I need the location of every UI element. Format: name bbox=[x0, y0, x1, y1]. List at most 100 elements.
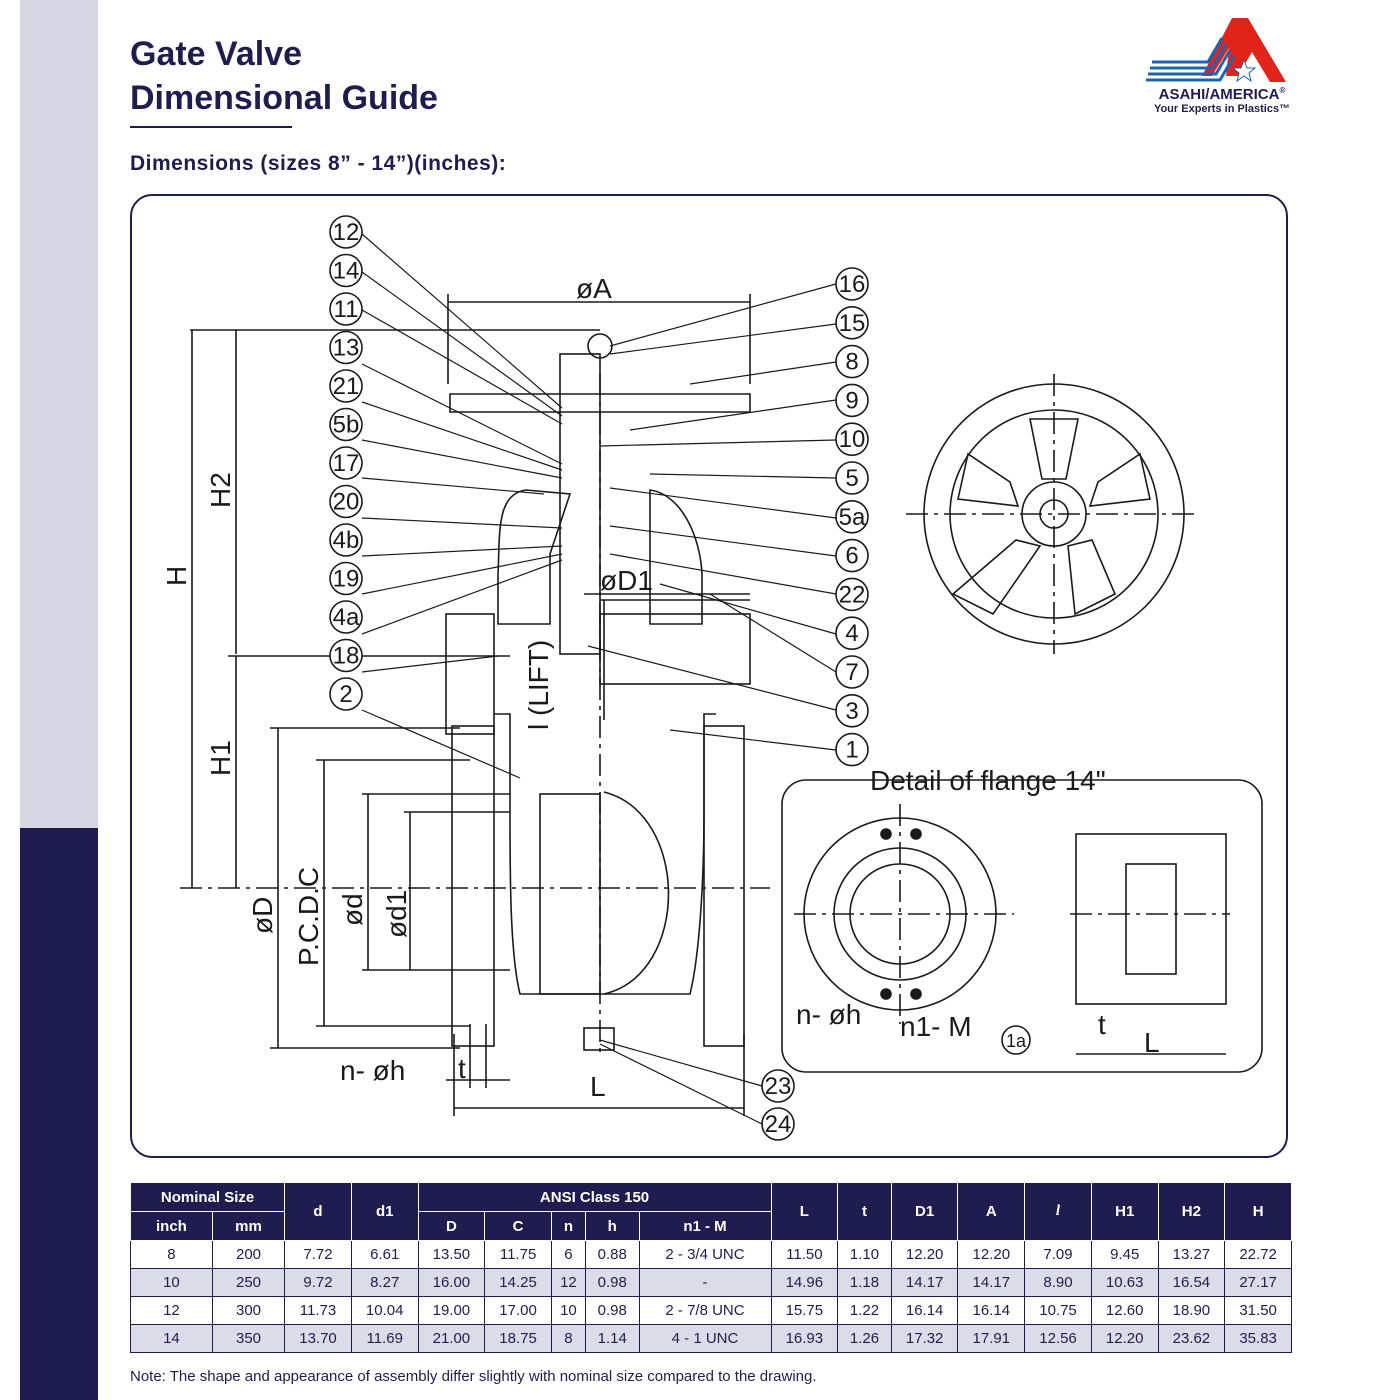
callout-number: 1 bbox=[845, 737, 858, 764]
table-cell: 0.98 bbox=[584, 1268, 640, 1297]
callout-circle bbox=[835, 306, 869, 340]
callout-circle bbox=[835, 538, 869, 573]
callout-number: 22 bbox=[839, 581, 866, 608]
callout-circle bbox=[835, 344, 869, 379]
table-cell: 16.93 bbox=[770, 1324, 839, 1353]
callout-number: 4 bbox=[845, 620, 858, 647]
callout-number: 7 bbox=[845, 659, 858, 686]
table-cell: 18.75 bbox=[484, 1324, 552, 1353]
table-cell: 9.72 bbox=[284, 1268, 352, 1297]
table-cell: 6.61 bbox=[350, 1240, 419, 1269]
callout-number: 21 bbox=[333, 373, 360, 400]
label-dim-L: L bbox=[590, 1071, 606, 1102]
table-cell: 1.26 bbox=[837, 1324, 892, 1353]
table-cell: 15.75 bbox=[770, 1296, 839, 1325]
label-dim-pcdc: P.C.D.C bbox=[293, 867, 324, 966]
table-cell: 16.14 bbox=[957, 1296, 1026, 1325]
callout-number: 16 bbox=[839, 271, 866, 298]
callout-circle bbox=[835, 732, 869, 767]
table-cell: 0.88 bbox=[584, 1240, 640, 1269]
label-dim-d1: ød1 bbox=[381, 890, 412, 938]
callout-number: 24 bbox=[765, 1111, 792, 1138]
callout-number: 19 bbox=[333, 566, 360, 593]
drawing-frame bbox=[130, 194, 1288, 1158]
table-cell: 10.04 bbox=[350, 1296, 419, 1325]
label-dim-t: t bbox=[458, 1053, 466, 1084]
callout-circle bbox=[329, 561, 363, 596]
callout-circle bbox=[329, 253, 363, 288]
table-cell: 14.17 bbox=[957, 1268, 1026, 1297]
label-detail-nh: n- øh bbox=[796, 999, 861, 1030]
sidebar-accent-light bbox=[20, 0, 98, 828]
th-h: h bbox=[584, 1211, 640, 1241]
table-cell: 31.50 bbox=[1224, 1296, 1292, 1325]
table-cell: 7.72 bbox=[284, 1240, 352, 1269]
callout-circle bbox=[835, 693, 869, 728]
table-cell: 12.20 bbox=[957, 1240, 1026, 1269]
label-dim-H: H bbox=[161, 566, 192, 586]
table-cell: 14.17 bbox=[890, 1268, 959, 1297]
table-cell: 16.54 bbox=[1157, 1268, 1226, 1297]
callout-circle bbox=[329, 330, 363, 365]
label-detail-L: L bbox=[1144, 1027, 1160, 1058]
table-cell: 17.91 bbox=[957, 1324, 1026, 1353]
table-cell: 1.14 bbox=[584, 1324, 640, 1353]
th-nominal-size: Nominal Size bbox=[129, 1182, 286, 1212]
table-cell: 2 - 7/8 UNC bbox=[638, 1296, 772, 1325]
table-cell: 300 bbox=[211, 1296, 286, 1325]
logo-text: ASAHI/AMERICA® Your Experts in Plastics™ bbox=[1136, 86, 1308, 115]
callout-circle bbox=[329, 215, 363, 249]
table-cell: 10 bbox=[130, 1268, 213, 1297]
label-dim-D: øD bbox=[247, 897, 278, 934]
table-cell: 12.60 bbox=[1090, 1296, 1159, 1325]
th-mm: mm bbox=[211, 1211, 286, 1241]
callout-number: 10 bbox=[839, 426, 866, 453]
table-cell: 6 bbox=[550, 1240, 586, 1269]
th-n: n bbox=[550, 1211, 586, 1241]
callout-circle bbox=[835, 577, 869, 612]
label-dim-D1: øD1 bbox=[600, 565, 653, 596]
label-dim-d: ød bbox=[337, 893, 368, 926]
footnote: Note: The shape and appearance of assemb… bbox=[130, 1368, 817, 1385]
callout-number: 15 bbox=[839, 310, 866, 337]
callout-number: 6 bbox=[845, 543, 858, 570]
table-cell: 13.70 bbox=[284, 1324, 352, 1353]
callout-circle bbox=[835, 499, 869, 534]
table-cell: 10.75 bbox=[1024, 1296, 1092, 1325]
th-l: l bbox=[1024, 1182, 1092, 1241]
callout-circle bbox=[329, 523, 363, 557]
th-D: D bbox=[417, 1211, 486, 1241]
th-H: H bbox=[1224, 1182, 1292, 1241]
callout-circle bbox=[329, 407, 363, 442]
callout-circle bbox=[329, 600, 363, 634]
table-cell: 4 - 1 UNC bbox=[638, 1324, 772, 1353]
handwheel-top-view bbox=[906, 374, 1200, 654]
th-C: C bbox=[484, 1211, 552, 1241]
table-cell: 16.14 bbox=[890, 1296, 959, 1325]
callout-number: 8 bbox=[845, 349, 858, 376]
callout-number: 2 bbox=[339, 681, 352, 708]
title-line-1: Gate Valve bbox=[130, 35, 303, 73]
table-cell: 250 bbox=[211, 1268, 286, 1297]
callout-circle bbox=[835, 655, 869, 689]
table-cell: 2 - 3/4 UNC bbox=[638, 1240, 772, 1269]
title-underline bbox=[130, 126, 292, 128]
callout-number: 5b bbox=[333, 412, 360, 439]
table-cell: 8.90 bbox=[1024, 1268, 1092, 1297]
table-cell: 10.63 bbox=[1090, 1268, 1159, 1297]
label-dim-A: øA bbox=[576, 273, 612, 304]
table-cell: 27.17 bbox=[1224, 1268, 1292, 1297]
callout-number: 4b bbox=[333, 527, 360, 554]
table-cell: 22.72 bbox=[1224, 1240, 1292, 1269]
table-cell: 1.10 bbox=[837, 1240, 892, 1269]
table-cell: 13.50 bbox=[417, 1240, 486, 1269]
valve-body bbox=[445, 333, 751, 1054]
th-A: A bbox=[957, 1182, 1026, 1241]
detail-title: Detail of flange 14" bbox=[870, 765, 1106, 796]
